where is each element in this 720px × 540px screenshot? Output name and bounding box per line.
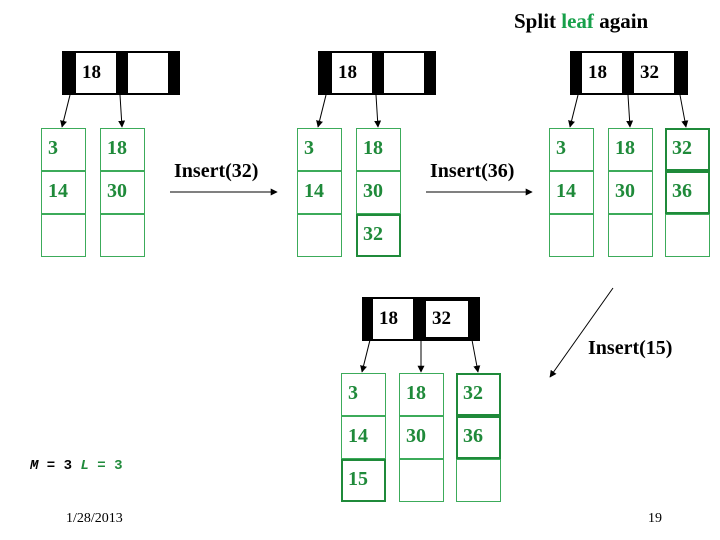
leaf-cell (297, 214, 342, 257)
internal-key (128, 53, 168, 93)
leaf-cell (665, 214, 710, 257)
pointer-arrow (118, 94, 126, 128)
param-m-name: M (30, 458, 39, 474)
internal-node: 18 32 (570, 51, 688, 95)
internal-node: 18 (62, 51, 180, 95)
leaf-cell: 14 (549, 171, 594, 214)
leaf-cell-new: 32 (356, 214, 401, 257)
leaf-cell (608, 214, 653, 257)
leaf-cell (41, 214, 86, 257)
leaf-cell: 30 (100, 171, 145, 214)
leaf-cell: 14 (297, 171, 342, 214)
page-number: 19 (648, 511, 662, 526)
pointer-arrow (60, 94, 71, 128)
pointer-arrow (374, 94, 382, 128)
pointer-arrow (316, 94, 327, 128)
leaf-cell: 30 (608, 171, 653, 214)
leaf-cell (399, 459, 444, 502)
internal-node: 18 (318, 51, 436, 95)
internal-key: 18 (373, 299, 413, 339)
leaf-cell-new: 32 (665, 128, 710, 171)
leaf-cell (549, 214, 594, 257)
leaf-cell: 18 (399, 373, 444, 416)
leaf-cell (100, 214, 145, 257)
leaf-cell: 18 (100, 128, 145, 171)
leaf-cell: 18 (608, 128, 653, 171)
internal-key: 32 (426, 301, 468, 337)
parameters-line: M = 3 L = 3 (30, 458, 123, 474)
pointer-arrow (679, 94, 689, 128)
title-suffix: again (593, 9, 649, 33)
leaf-cell-new: 36 (665, 171, 710, 214)
leaf-cell: 30 (356, 171, 401, 214)
slide-title: Split leaf again (514, 9, 648, 34)
internal-key: 18 (582, 53, 622, 93)
leaf-cell-new: 32 (456, 373, 501, 416)
param-l-name: L (80, 458, 89, 474)
insert-arrow (549, 287, 614, 378)
leaf-cell: 14 (341, 416, 386, 459)
leaf-cell-new: 15 (341, 459, 386, 502)
leaf-cell: 18 (356, 128, 401, 171)
internal-key: 32 (634, 53, 674, 93)
internal-key: 18 (76, 53, 116, 93)
leaf-cell (456, 459, 501, 502)
param-l-value: 3 (114, 458, 123, 474)
leaf-cell: 3 (297, 128, 342, 171)
param-m-value: 3 (63, 458, 73, 474)
footer-date: 1/28/2013 (66, 511, 123, 526)
title-accent-word: leaf (561, 9, 594, 33)
pointer-arrow (471, 339, 481, 373)
leaf-cell: 14 (41, 171, 86, 214)
leaf-cell: 3 (41, 128, 86, 171)
internal-key: 18 (332, 53, 372, 93)
leaf-cell: 30 (399, 416, 444, 459)
leaf-cell: 3 (549, 128, 594, 171)
internal-node: 18 32 (362, 297, 480, 341)
operation-label: Insert(15) (588, 337, 673, 359)
internal-key (384, 53, 424, 93)
operation-label: Insert(32) (174, 160, 259, 182)
title-prefix: Split (514, 9, 562, 33)
pointer-arrow (360, 339, 371, 373)
leaf-cell: 3 (341, 373, 386, 416)
pointer-arrow (626, 94, 634, 128)
leaf-cell-new: 36 (456, 416, 501, 459)
operation-label: Insert(36) (430, 160, 515, 182)
pointer-arrow (568, 94, 579, 128)
